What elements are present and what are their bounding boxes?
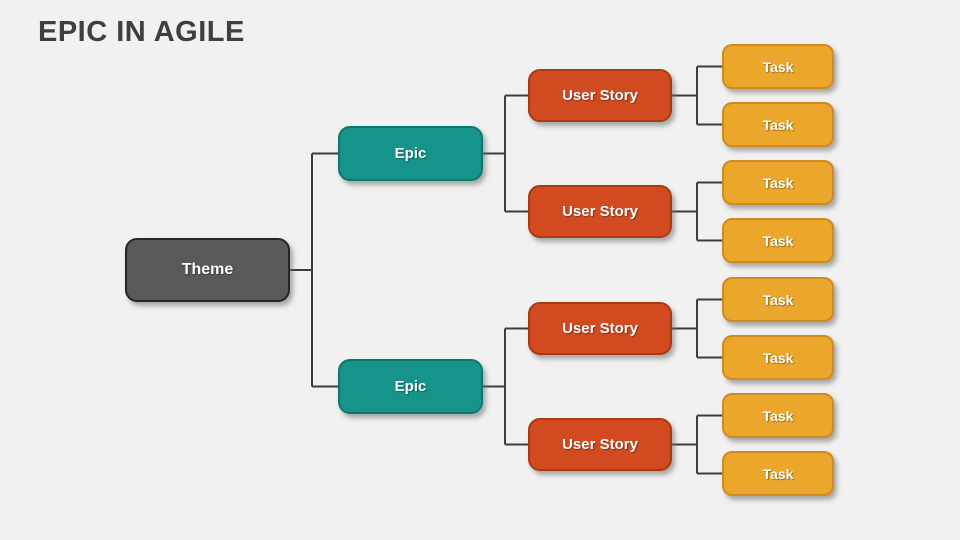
task-label: Task: [762, 407, 794, 424]
task-label: Task: [762, 58, 794, 75]
user-story-label: User Story: [562, 203, 638, 220]
task-label: Task: [762, 116, 794, 133]
page-title: EPIC IN AGILE: [38, 16, 245, 48]
story1-to-tasks-bracket: [672, 65, 722, 126]
task-node-2: Task: [722, 102, 834, 147]
story4-to-tasks-bracket: [672, 414, 722, 475]
epic-label: Epic: [394, 145, 427, 162]
task-node-4: Task: [722, 218, 834, 263]
theme-label: Theme: [181, 261, 234, 278]
epic2-to-stories-bracket: [483, 327, 528, 446]
user-story-label: User Story: [562, 320, 638, 337]
epic-node-2: Epic: [338, 359, 483, 414]
story2-to-tasks-bracket: [672, 181, 722, 242]
user-story-label: User Story: [562, 87, 638, 104]
task-label: Task: [762, 349, 794, 366]
task-node-5: Task: [722, 277, 834, 322]
task-label: Task: [762, 291, 794, 308]
epic-label: Epic: [394, 378, 427, 395]
task-node-1: Task: [722, 44, 834, 89]
story3-to-tasks-bracket: [672, 298, 722, 359]
theme-node: Theme: [125, 238, 290, 302]
user-story-node-3: User Story: [528, 302, 672, 355]
theme-to-epics-bracket: [290, 152, 338, 388]
task-node-8: Task: [722, 451, 834, 496]
user-story-label: User Story: [562, 436, 638, 453]
task-node-6: Task: [722, 335, 834, 380]
user-story-node-2: User Story: [528, 185, 672, 238]
epic-node-1: Epic: [338, 126, 483, 181]
task-node-3: Task: [722, 160, 834, 205]
task-label: Task: [762, 174, 794, 191]
user-story-node-1: User Story: [528, 69, 672, 122]
task-label: Task: [762, 232, 794, 249]
task-node-7: Task: [722, 393, 834, 438]
task-label: Task: [762, 465, 794, 482]
user-story-node-4: User Story: [528, 418, 672, 471]
epic1-to-stories-bracket: [483, 94, 528, 213]
